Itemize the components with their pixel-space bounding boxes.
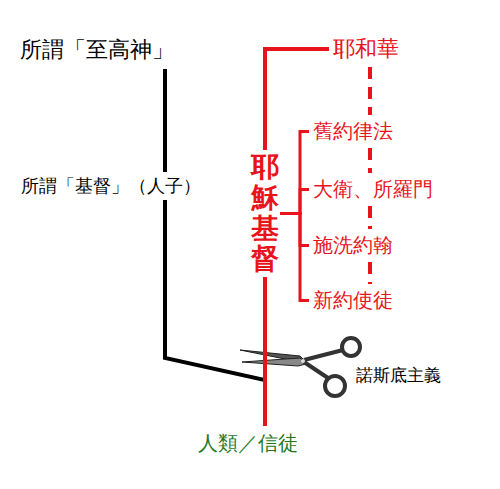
connector-line xyxy=(368,67,372,115)
connector-line xyxy=(368,206,372,229)
caption-label: 諾斯底主義 xyxy=(356,364,441,387)
scissors-ring xyxy=(342,338,360,356)
node-text: 施洗約翰 xyxy=(313,232,393,259)
connector-line xyxy=(368,148,372,173)
node-text: 所謂「基督」（人子） xyxy=(20,172,202,200)
node-text: 耶和華 xyxy=(333,34,399,64)
lineage-item: 舊約律法 xyxy=(313,118,393,145)
node-text: 新約使徒 xyxy=(313,287,393,314)
scissors-blade xyxy=(242,358,306,366)
scissors-pivot xyxy=(301,359,305,363)
connector-line xyxy=(280,132,309,214)
node-text: 人類／信徒 xyxy=(197,428,299,459)
connector-line xyxy=(280,214,309,301)
node-text: 舊約律法 xyxy=(313,118,393,145)
lineage-item: 新約使徒 xyxy=(313,287,393,314)
lineage-item: 施洗約翰 xyxy=(313,232,393,259)
deity-label: 所謂「至高神」 xyxy=(20,35,174,65)
christ-label: 所謂「基督」（人子） xyxy=(20,172,202,200)
node-text: 所謂「至高神」 xyxy=(20,35,174,65)
connector-line xyxy=(280,190,309,214)
scissors-handle xyxy=(304,362,328,378)
jesus-label: 耶穌基督 xyxy=(250,150,280,277)
connector-line xyxy=(368,262,372,284)
believers-label: 人類／信徒 xyxy=(197,428,299,459)
node-text: 耶穌基督 xyxy=(250,150,280,277)
scissors-ring xyxy=(325,376,345,396)
lineage-item: 大衛、所羅門 xyxy=(313,176,433,203)
scissors-symbol xyxy=(240,338,360,396)
connector-line xyxy=(280,214,309,246)
scissors-handle xyxy=(304,350,343,360)
yahweh-label: 耶和華 xyxy=(333,34,399,64)
node-text: 大衛、所羅門 xyxy=(313,176,433,203)
